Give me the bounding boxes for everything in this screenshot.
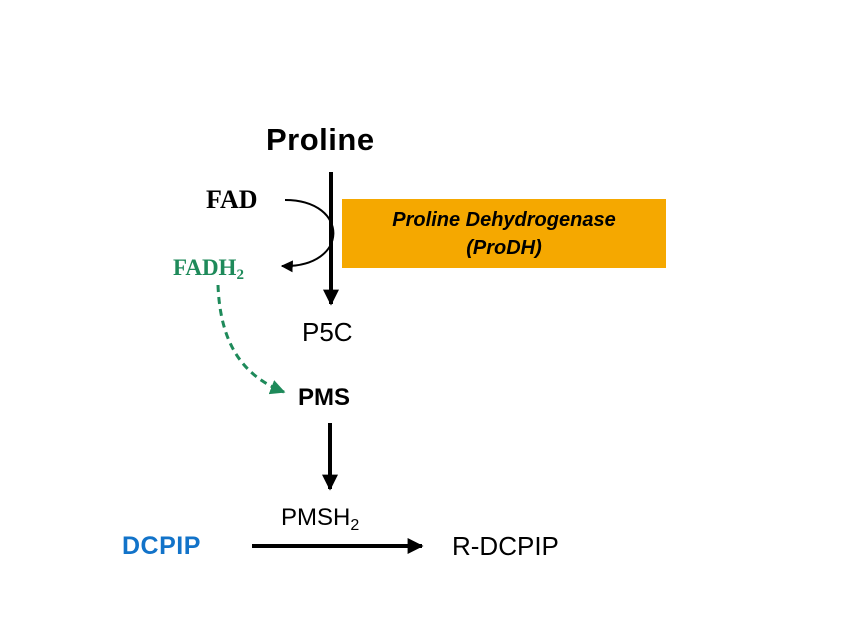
enzyme-box: Proline Dehydrogenase (ProDH) <box>342 199 666 268</box>
fad-label: FAD <box>206 185 258 214</box>
pmsh2-label-base: PMSH <box>281 504 351 531</box>
fadh2-label-base: FADH <box>173 255 237 280</box>
dcpip-label: DCPIP <box>122 532 201 560</box>
pmsh2-label: PMSH2 <box>281 506 359 534</box>
fadh2-label: FADH2 <box>173 256 244 283</box>
fad-to-fadh2-curved-arrow <box>280 199 335 273</box>
fadh2-label-subscript: 2 <box>236 267 244 283</box>
fadh2-to-pms-dashed-arrow <box>216 284 286 395</box>
enzyme-abbreviation: (ProDH) <box>466 237 542 259</box>
pmsh2-label-subscript: 2 <box>350 517 360 534</box>
proline-label: Proline <box>266 122 375 157</box>
p5c-label: P5C <box>302 317 353 347</box>
r-dcpip-label: R-DCPIP <box>452 531 559 561</box>
pms-label: PMS <box>298 384 351 411</box>
enzyme-name: Proline Dehydrogenase <box>392 209 616 231</box>
